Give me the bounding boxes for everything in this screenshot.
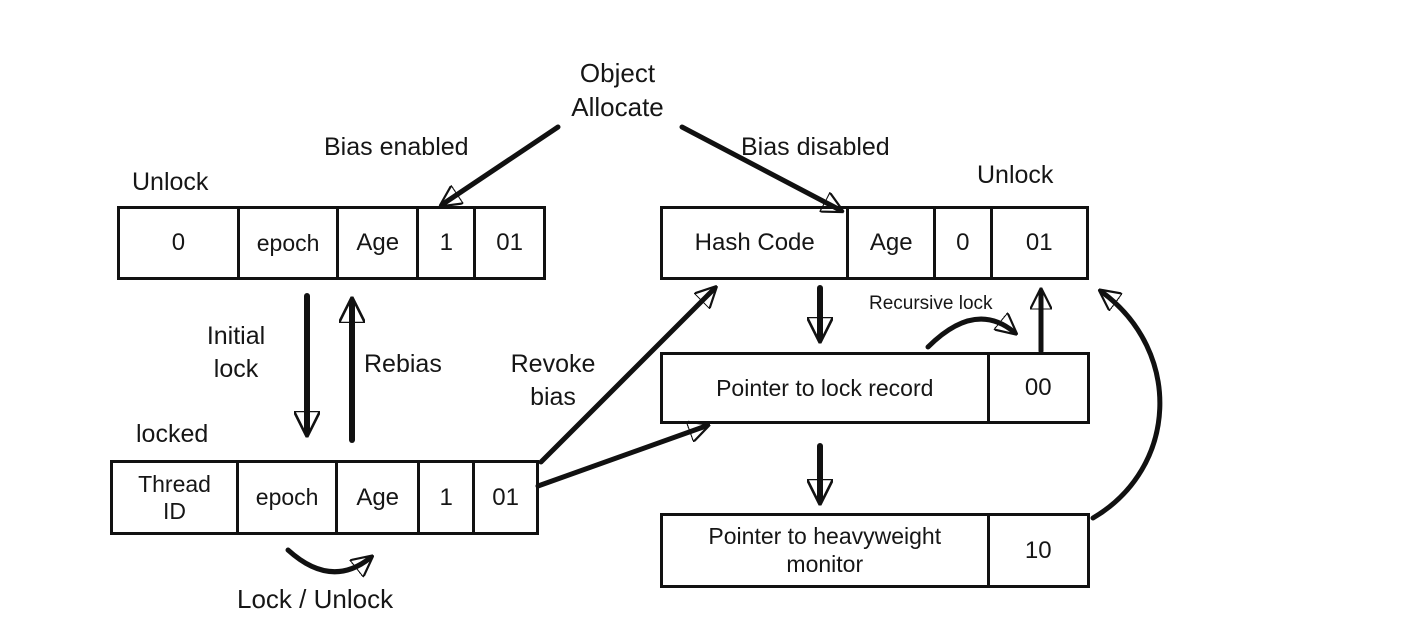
cell-biased-bit: 1 (419, 209, 477, 277)
initial-lock-label: Initial lock (206, 322, 266, 383)
unlock-right-label: Unlock (977, 161, 1054, 189)
lock-unlock-curve-arrow (285, 547, 370, 572)
cell-epoch: epoch (240, 209, 340, 277)
recursive-lock-arrow (925, 319, 1014, 350)
heavyweight-locked-word-box: Pointer to heavyweight monitor 10 (660, 513, 1090, 588)
cell-lock-bits: 01 (1025, 229, 1053, 257)
cell-monitor-pointer: Pointer to heavyweight monitor (663, 516, 990, 585)
cell-biased-bit: 0 (936, 209, 993, 277)
heavyweight-unlock-curve-arrow (1090, 292, 1163, 521)
revoke-bias-to-lock-record-arrow (535, 426, 706, 489)
locked-biased-word-box: Thread ID epoch Age 1 01 (110, 460, 539, 535)
unlock-unbiased-word-box: Hash Code Age 0 01 (660, 206, 1089, 280)
object-allocate-label: Object Allocate (571, 58, 664, 122)
cell-lock-bits: 01 (492, 483, 519, 511)
lock-unlock-label: Lock / Unlock (237, 584, 394, 614)
cell-age: Age (338, 463, 421, 532)
unlock-biased-word-box: 0 epoch Age 1 01 (117, 206, 546, 280)
cell-hash-code: Hash Code (663, 209, 850, 277)
rebias-label: Rebias (364, 350, 442, 378)
locked-label: locked (136, 420, 209, 448)
unlock-left-label: Unlock (132, 168, 209, 196)
cell-thread-id: Thread ID (113, 463, 240, 532)
cell-lock-record-pointer: Pointer to lock record (663, 355, 990, 421)
revoke-bias-label: Revoke bias (510, 350, 596, 411)
cell-epoch: epoch (239, 463, 339, 532)
cell-thread-zero: 0 (120, 209, 240, 277)
cell-lock-bits: 01 (496, 229, 523, 257)
cell-age: Age (339, 209, 420, 277)
bias-enabled-label: Bias enabled (324, 133, 469, 161)
bias-disabled-label: Bias disabled (741, 133, 890, 161)
cell-biased-bit: 1 (420, 463, 476, 532)
cell-lock-bits: 00 (1024, 374, 1052, 402)
cell-age: Age (849, 209, 937, 277)
cell-lock-bits: 10 (1024, 536, 1052, 564)
lightweight-locked-word-box: Pointer to lock record 00 (660, 352, 1090, 424)
recursive-lock-label: Recursive lock (869, 293, 993, 314)
